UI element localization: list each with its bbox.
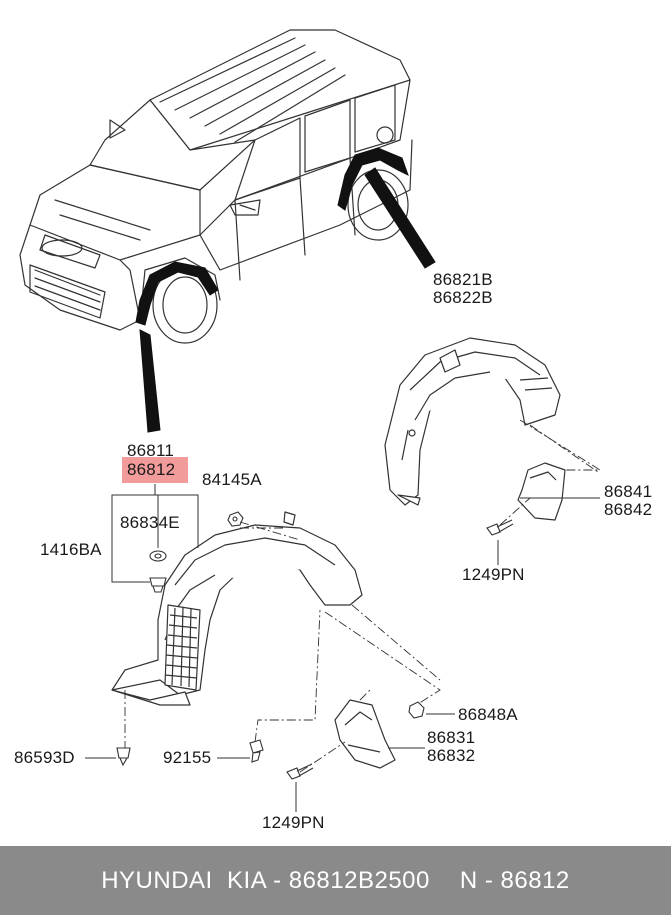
- label-86834e[interactable]: 86834E: [120, 513, 180, 532]
- diagram-drawing: [19, 29, 602, 812]
- label-92155[interactable]: 92155: [163, 748, 212, 767]
- label-86832[interactable]: 86832: [427, 746, 476, 765]
- label-86812[interactable]: 86812: [127, 460, 176, 479]
- label-1249pn-top[interactable]: 1249PN: [462, 565, 525, 584]
- footer-part-number: HYUNDAI KIA - 86812B2500: [101, 866, 430, 894]
- label-86821b[interactable]: 86821B: [433, 270, 493, 289]
- label-86822b[interactable]: 86822B: [433, 288, 493, 307]
- footer-bar: HYUNDAI KIA - 86812B2500 N - 86812: [0, 846, 671, 915]
- label-86841[interactable]: 86841: [604, 482, 653, 501]
- label-84145a[interactable]: 84145A: [202, 470, 262, 489]
- label-86842[interactable]: 86842: [604, 500, 653, 519]
- label-86848a[interactable]: 86848A: [458, 705, 518, 724]
- car-illustration: [19, 29, 413, 344]
- label-86593d[interactable]: 86593D: [14, 748, 75, 767]
- footer-reference: N - 86812: [459, 866, 570, 894]
- label-86831[interactable]: 86831: [427, 728, 476, 747]
- label-86811[interactable]: 86811: [127, 441, 175, 460]
- parts-diagram: 86811 86812 84145A 86834E 1416BA 86821B …: [14, 29, 653, 832]
- label-1416ba[interactable]: 1416BA: [40, 540, 102, 559]
- highlighted-part-box: [122, 457, 188, 483]
- label-1249pn-bottom[interactable]: 1249PN: [262, 813, 325, 832]
